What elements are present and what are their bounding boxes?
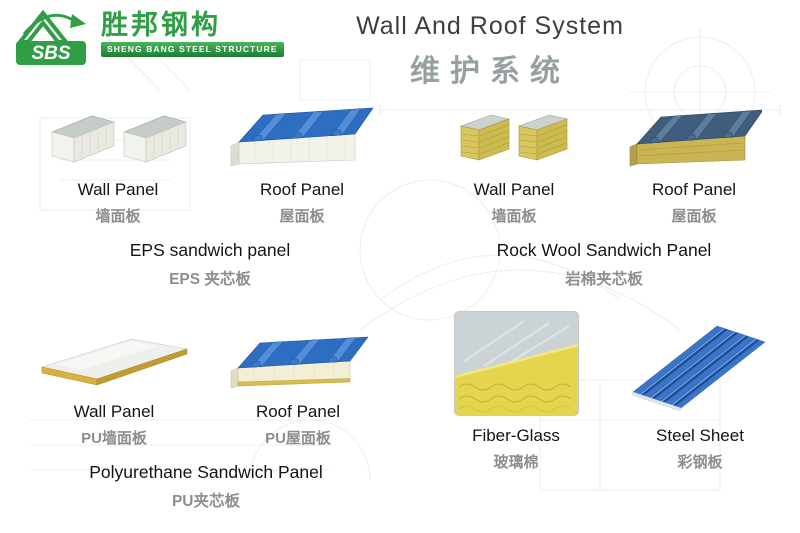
steel-sheet-label-en: Steel Sheet xyxy=(656,426,744,445)
pu-roof-panel: Roof Panel PU屋面板 xyxy=(216,322,380,448)
steel-sheet-image-box xyxy=(618,308,782,416)
rockwool-roof-panel-label-zh: 屋面板 xyxy=(671,208,717,225)
pu-roof-panel-label-en: Roof Panel xyxy=(255,402,341,421)
page-title: Wall And Roof System 维护系统 xyxy=(300,12,680,90)
pu-wall-panel-label-en: Wall Panel xyxy=(73,402,155,421)
eps-roof-panel-image xyxy=(230,107,374,167)
materials-group: Fiber-Glass 玻璃棉 xyxy=(428,308,788,472)
pu-panel-group: Wall Panel PU墙面板 xyxy=(26,322,386,511)
eps-roof-panel-image-box xyxy=(220,100,384,170)
steel-sheet-image xyxy=(631,325,766,412)
eps-wall-panel-label-zh: 墙面板 xyxy=(95,208,141,225)
eps-caption-en: EPS sandwich panel xyxy=(129,240,291,260)
pu-wall-panel-image xyxy=(40,338,187,386)
eps-roof-panel-label-en: Roof Panel xyxy=(259,180,345,199)
sbs-logo-icon: SBS xyxy=(15,9,86,65)
fiberglass-label-en: Fiber-Glass xyxy=(472,426,560,445)
rockwool-roof-panel-label-en: Roof Panel xyxy=(651,180,737,199)
rockwool-roof-panel-image xyxy=(629,109,762,167)
fiberglass-image xyxy=(453,311,579,416)
pu-caption-zh: PU夹芯板 xyxy=(171,493,241,510)
rockwool-wall-panel-label-en: Wall Panel xyxy=(473,180,555,199)
pu-wall-panel-label-zh: PU墙面板 xyxy=(81,430,147,447)
fiberglass-label-zh: 玻璃棉 xyxy=(493,454,539,471)
pu-wall-panel-image-box xyxy=(32,322,196,392)
eps-roof-panel: Roof Panel 屋面板 xyxy=(220,100,384,226)
rockwool-wall-panel-label-zh: 墙面板 xyxy=(491,208,537,225)
steel-sheet-label-zh: 彩钢板 xyxy=(677,454,723,471)
page-title-english: Wall And Roof System xyxy=(356,12,624,40)
pu-roof-panel-label-zh: PU屋面板 xyxy=(265,430,331,447)
materials-product-row: Fiber-Glass 玻璃棉 xyxy=(428,308,788,472)
pu-product-row: Wall Panel PU墙面板 xyxy=(26,322,386,448)
fiberglass-product: Fiber-Glass 玻璃棉 xyxy=(434,308,598,472)
rockwool-wall-panel-image-box xyxy=(434,100,594,170)
rockwool-roof-panel: Roof Panel 屋面板 xyxy=(614,100,774,226)
page-title-chinese: 维护系统 xyxy=(410,55,570,88)
eps-product-row: Wall Panel 墙面板 xyxy=(34,100,386,226)
sbs-logo-text: SBS xyxy=(31,43,70,64)
rockwool-roof-panel-image-box xyxy=(614,100,774,170)
pu-roof-panel-image-box xyxy=(216,322,380,392)
eps-roof-panel-label-zh: 屋面板 xyxy=(279,208,325,225)
eps-wall-panel-image xyxy=(51,115,187,163)
pu-caption-en: Polyurethane Sandwich Panel xyxy=(89,462,323,482)
rockwool-caption-zh: 岩棉夹芯板 xyxy=(565,271,643,288)
eps-wall-panel: Wall Panel 墙面板 xyxy=(36,100,200,226)
logo-text-block: 胜邦钢构 SHENG BANG STEEL STRUCTURE xyxy=(101,8,284,57)
eps-panel-group: Wall Panel 墙面板 xyxy=(34,100,386,289)
logo-chinese-name: 胜邦钢构 xyxy=(101,10,221,40)
eps-caption-zh: EPS 夹芯板 xyxy=(169,271,251,288)
pu-wall-panel: Wall Panel PU墙面板 xyxy=(32,322,196,448)
rockwool-wall-panel-image xyxy=(459,114,568,161)
rockwool-panel-group: Wall Panel 墙面板 xyxy=(434,100,774,289)
logo-english-name: SHENG BANG STEEL STRUCTURE xyxy=(101,42,284,57)
eps-wall-panel-image-box xyxy=(36,100,200,170)
eps-wall-panel-label-en: Wall Panel xyxy=(77,180,159,199)
rockwool-wall-panel: Wall Panel 墙面板 xyxy=(434,100,594,226)
fiberglass-image-box xyxy=(434,308,598,416)
company-logo: SBS 胜邦钢构 SHENG BANG STEEL STRUCTURE xyxy=(10,8,284,68)
rockwool-caption-en: Rock Wool Sandwich Panel xyxy=(496,240,712,260)
rockwool-product-row: Wall Panel 墙面板 xyxy=(434,100,774,226)
pu-roof-panel-image xyxy=(230,336,368,389)
steel-sheet-product: Steel Sheet 彩钢板 xyxy=(618,308,782,472)
